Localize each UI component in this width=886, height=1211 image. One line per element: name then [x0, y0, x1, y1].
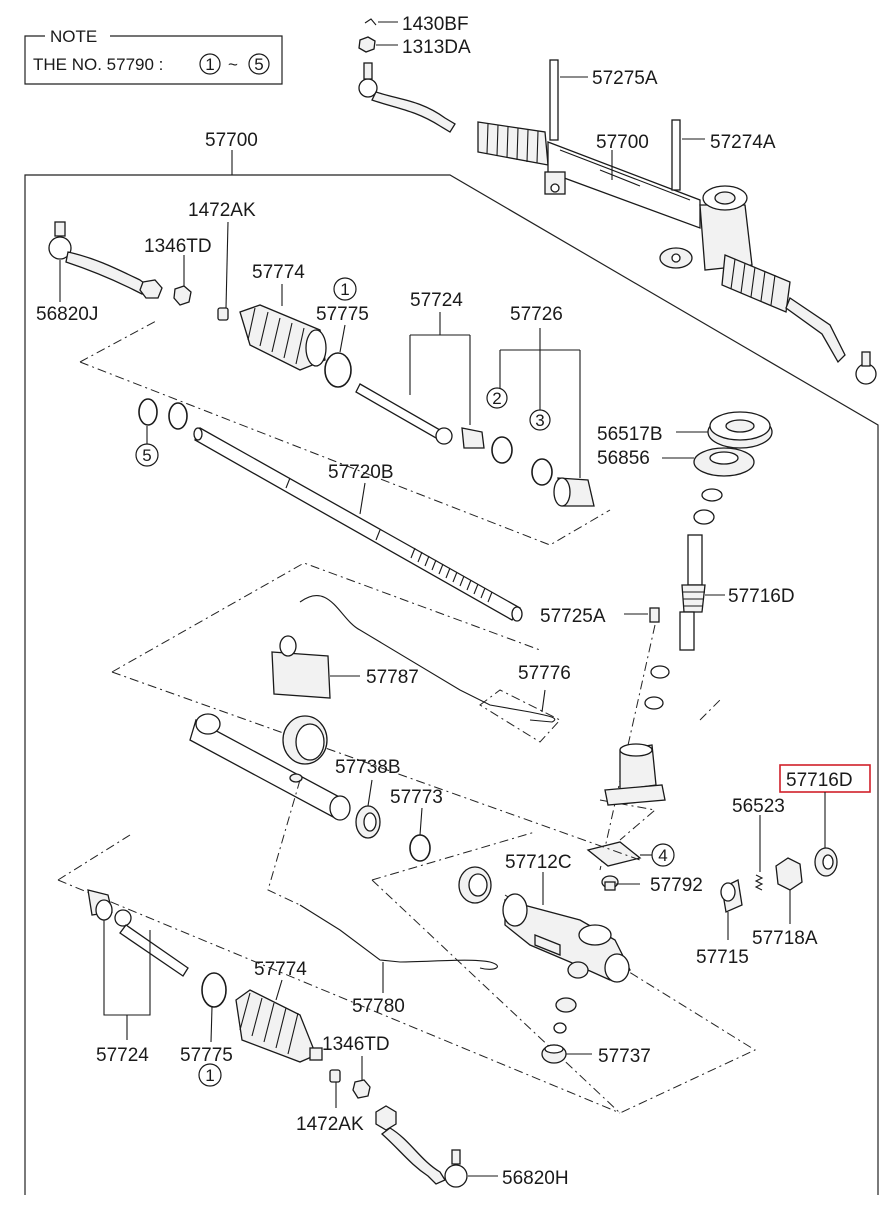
label-57787: 57787: [366, 667, 419, 688]
spring-56523: [754, 874, 764, 891]
tie-rod-end-left: [48, 221, 163, 299]
label-1472ak-bottom: 1472AK: [296, 1114, 364, 1135]
note-title: NOTE: [50, 27, 97, 46]
label-1346td-top: 1346TD: [144, 236, 212, 257]
boot-57774-bottom: [235, 989, 323, 1063]
label-57715: 57715: [696, 947, 749, 968]
inner-ball-joint-bottom: [87, 889, 189, 977]
inner-ball-joint-top: [355, 383, 485, 449]
seal-pinion-2: [693, 509, 715, 525]
label-57780: 57780: [352, 996, 405, 1017]
nut-1346td-top: [173, 285, 192, 306]
label-57738b: 57738B: [335, 757, 401, 778]
label-57716d: 57716D: [728, 586, 795, 607]
note-range-start: 1: [205, 55, 214, 74]
callout-1-top-label: 1: [340, 280, 349, 299]
rack-57720b: [193, 427, 523, 622]
label-1472ak-top: 1472AK: [188, 200, 256, 221]
part-57725a: [649, 607, 660, 623]
pinion-housing: [604, 743, 666, 806]
label-56517b: 56517B: [597, 424, 663, 445]
rack-group-boundary: [79, 319, 611, 546]
note-box: NOTE THE NO. 57790 : 1 ~ 5: [24, 27, 283, 85]
nut-57716d: [814, 847, 838, 877]
gear-housing-57712c: [458, 866, 631, 983]
plug-57792: [601, 875, 619, 891]
seal-ring-5a: [138, 398, 158, 426]
callout-1-bottom-label: 1: [205, 1066, 214, 1085]
ring-pinion-lower-2: [644, 696, 664, 710]
feed-line-57776: [299, 595, 556, 723]
cap-57737: [541, 1044, 567, 1064]
label-1346td-bottom: 1346TD: [322, 1034, 390, 1055]
note-range-sep: ~: [228, 55, 238, 74]
pinion-shaft-57716d: [679, 534, 706, 651]
pinion-housing-boundary: [599, 624, 721, 871]
seal-housing-lower-2: [553, 1022, 567, 1034]
label-57792: 57792: [650, 875, 703, 896]
seal-pinion-1: [701, 488, 723, 502]
label-57726: 57726: [510, 304, 563, 325]
plate-56856: [693, 447, 755, 477]
callout-3-label: 3: [535, 411, 544, 430]
label-57274a: 57274A: [710, 132, 776, 153]
feed-line-57780: [299, 904, 498, 970]
o-ring-2: [491, 436, 513, 464]
yoke-57715: [720, 879, 743, 913]
nut-1346td-bottom: [352, 1079, 371, 1099]
seal-57738b: [355, 805, 381, 839]
label-1313da: 1313DA: [402, 37, 471, 58]
label-56820h: 56820H: [502, 1168, 569, 1189]
boot-57774-top: [239, 304, 327, 371]
clamp-ring-57775-top: [324, 352, 352, 388]
label-57700-assembled: 57700: [596, 132, 649, 153]
callout-2-label: 2: [492, 389, 501, 408]
label-57773: 57773: [390, 787, 443, 808]
gear-housing-boundary: [371, 831, 757, 1114]
clip-1472ak-top: [217, 307, 229, 321]
callout-5-label: 5: [142, 446, 151, 465]
assembled-steering-gear: [358, 18, 877, 385]
label-56856: 56856: [597, 448, 650, 469]
label-57775-top: 57775: [316, 304, 369, 325]
label-57700: 57700: [205, 130, 258, 151]
note-range-end: 5: [254, 55, 263, 74]
label-56820j: 56820J: [36, 304, 98, 325]
label-56523: 56523: [732, 796, 785, 817]
seal-ring-5b: [168, 402, 188, 430]
note-text: THE NO. 57790 :: [33, 55, 163, 74]
cap-56517b: [707, 411, 773, 449]
label-57716d-highlighted: 57716D: [786, 770, 853, 791]
clamp-ring-57775-bottom: [201, 972, 227, 1008]
o-ring-3: [531, 458, 553, 486]
callout-4-label: 4: [658, 846, 667, 865]
label-57725a: 57725A: [540, 606, 606, 627]
seal-housing-lower-1: [555, 997, 577, 1013]
clip-1472ak-bottom: [329, 1069, 341, 1083]
gasket-4: [586, 841, 642, 867]
lower-left-boundary: [57, 834, 621, 1114]
locknut-57718a: [775, 857, 803, 891]
label-57774-top: 57774: [252, 262, 305, 283]
label-57737: 57737: [598, 1046, 651, 1067]
tie-rod-end-right: [375, 1105, 468, 1188]
ring-pinion-lower-1: [650, 665, 670, 679]
label-57275a: 57275A: [592, 68, 658, 89]
power-cylinder-tube: [189, 713, 351, 821]
label-1430bf: 1430BF: [402, 14, 469, 35]
label-57776: 57776: [518, 663, 571, 684]
assembly-outline: [24, 174, 879, 1195]
rack-bushing-57726: [553, 477, 595, 507]
label-57720b: 57720B: [328, 462, 394, 483]
o-ring-57773: [409, 834, 431, 862]
label-57712c: 57712C: [505, 852, 572, 873]
label-57724-top: 57724: [410, 290, 463, 311]
bracket-57787: [271, 635, 331, 765]
label-57775-bottom: 57775: [180, 1045, 233, 1066]
label-57774-bottom: 57774: [254, 959, 307, 980]
label-57724-bottom: 57724: [96, 1045, 149, 1066]
label-57718a: 57718A: [752, 928, 818, 949]
tube-group-boundary: [111, 562, 641, 861]
